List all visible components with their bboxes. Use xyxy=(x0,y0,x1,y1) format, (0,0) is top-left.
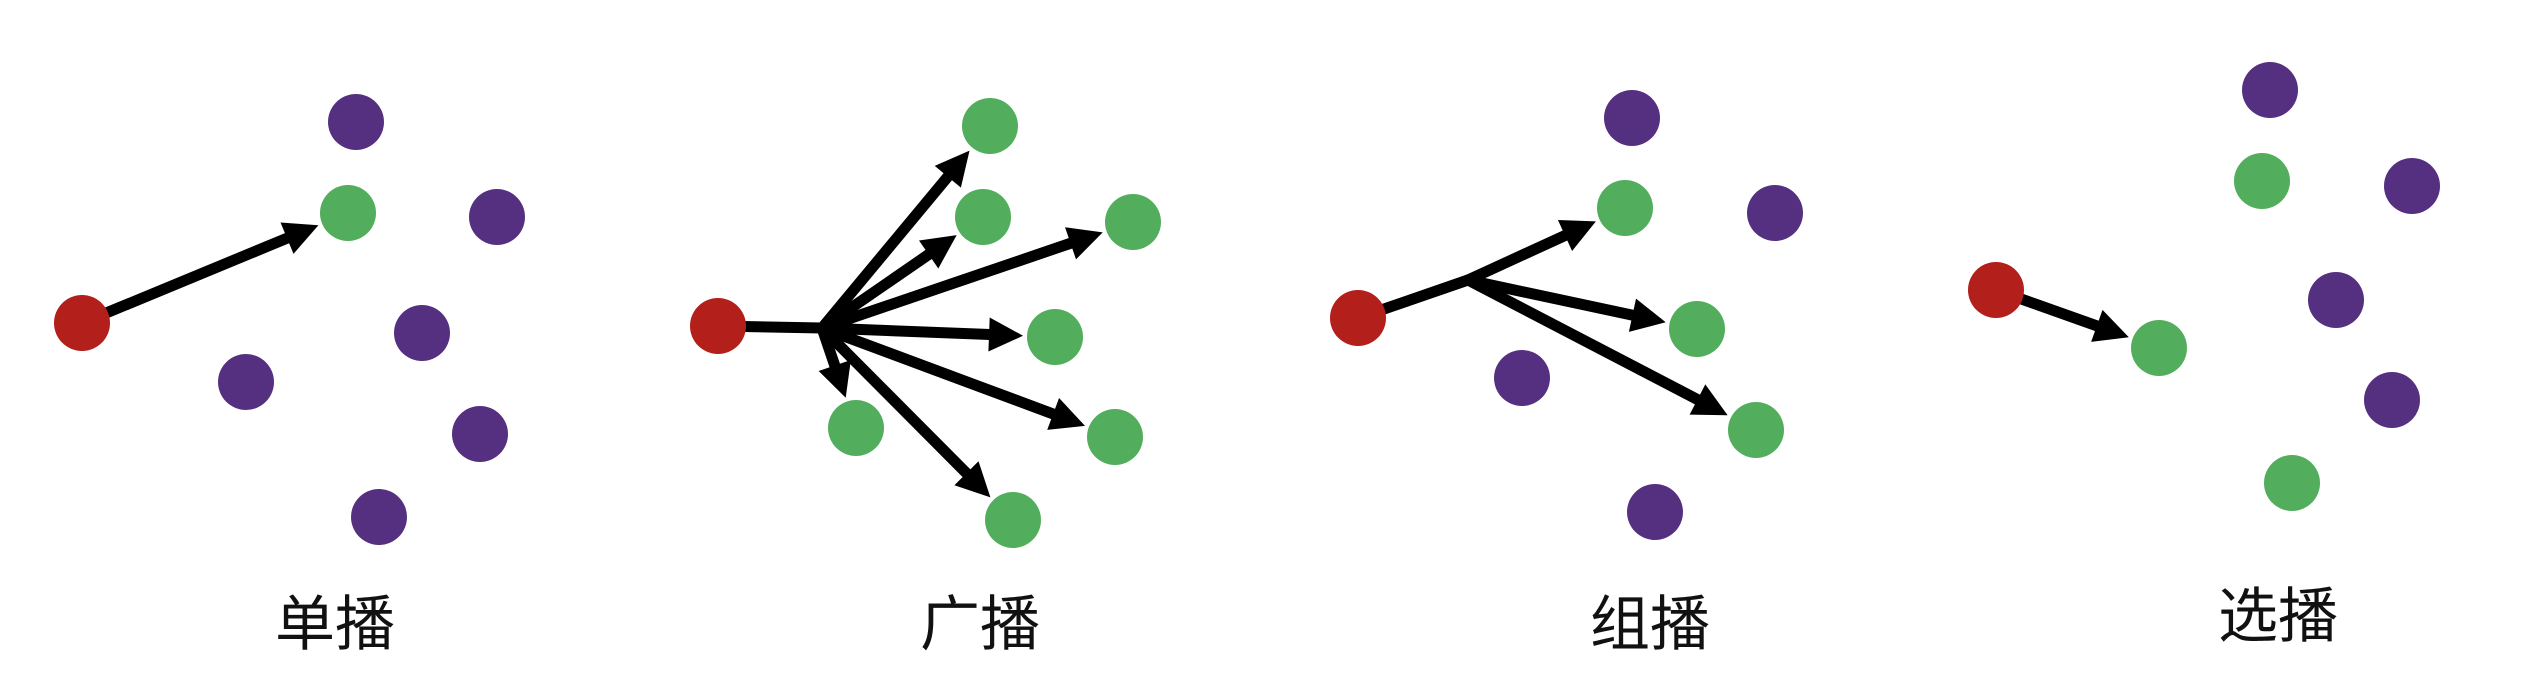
unicast-non-receiver-node-6 xyxy=(351,489,407,545)
broadcast-arrow-1-head xyxy=(934,150,970,188)
broadcast-receiver-node-4 xyxy=(1027,309,1083,365)
anycast-non-receiver-node-4 xyxy=(2364,372,2420,428)
broadcast-sender-node xyxy=(690,298,746,354)
multicast-receiver-node-3 xyxy=(1728,402,1784,458)
multicast-arrow-1-head xyxy=(1557,220,1596,251)
multicast-non-receiver-node-1 xyxy=(1604,90,1660,146)
anycast-arrow-head xyxy=(2091,309,2129,342)
label-multicast: 组播 xyxy=(1590,590,1710,660)
unicast-receiver-node xyxy=(320,185,376,241)
label-broadcast: 广播 xyxy=(920,590,1040,660)
multicast-arrow-2 xyxy=(1462,274,1666,332)
broadcast-arrow-2 xyxy=(816,235,957,334)
multicast-non-receiver-node-3 xyxy=(1494,350,1550,406)
broadcast-arrow-5-shaft xyxy=(816,322,1063,421)
anycast-receiver-node-2 xyxy=(2234,153,2290,209)
multicast-arrow-3 xyxy=(1462,274,1728,416)
broadcast-arrow-1-shaft xyxy=(816,168,956,334)
unicast-sender-node xyxy=(54,295,110,351)
broadcast-arrow-5-head xyxy=(1047,398,1086,430)
broadcast-arrow-4-head xyxy=(988,317,1024,352)
anycast-non-receiver-node-1 xyxy=(2242,62,2298,118)
broadcast-arrow-3 xyxy=(816,227,1103,334)
multicast-arrow-3-shaft xyxy=(1462,274,1707,407)
unicast-non-receiver-node-2 xyxy=(469,189,525,245)
unicast-arrow-shaft xyxy=(76,231,297,329)
broadcast-arrow-6-head xyxy=(818,360,851,398)
anycast-non-receiver-node-3 xyxy=(2308,272,2364,328)
broadcast-arrow-2-head xyxy=(919,235,957,269)
multicast-arrow-2-head xyxy=(1628,298,1666,332)
multicast-arrow-1 xyxy=(1462,220,1596,286)
label-anycast: 选播 xyxy=(2218,582,2338,652)
multicast-arrow-1-shaft xyxy=(1462,228,1575,286)
anycast-non-receiver-node-2 xyxy=(2384,158,2440,214)
anycast-sender-node xyxy=(1968,262,2024,318)
label-unicast: 单播 xyxy=(275,590,395,660)
unicast-arrow xyxy=(76,222,319,329)
broadcast-receiver-node-7 xyxy=(985,492,1041,548)
broadcast-receiver-node-6 xyxy=(828,400,884,456)
unicast-non-receiver-node-4 xyxy=(218,354,274,410)
unicast-non-receiver-node-3 xyxy=(394,305,450,361)
broadcast-arrow-4-shaft xyxy=(816,322,999,341)
multicast-sender-node xyxy=(1330,290,1386,346)
multicast-arrow-2-shaft xyxy=(1462,274,1642,322)
unicast-arrow-head xyxy=(280,222,319,254)
broadcast-arrow-7 xyxy=(816,322,991,498)
broadcast-arrow-5 xyxy=(816,322,1086,430)
multicast-non-receiver-node-2 xyxy=(1747,185,1803,241)
broadcast-receiver-node-2 xyxy=(955,189,1011,245)
broadcast-arrow-4 xyxy=(816,317,1024,352)
anycast-receiver-node-3 xyxy=(2264,455,2320,511)
broadcast-arrow-2-shaft xyxy=(816,246,938,334)
broadcast-arrow-7-head xyxy=(954,461,991,498)
multicast-arrow-3-head xyxy=(1689,384,1728,416)
broadcast-arrow-1 xyxy=(816,150,970,334)
unicast-non-receiver-node-1 xyxy=(328,94,384,150)
broadcast-receiver-node-5 xyxy=(1087,409,1143,465)
broadcast-arrow-3-head xyxy=(1065,227,1103,260)
unicast-non-receiver-node-5 xyxy=(452,406,508,462)
multicast-receiver-node-1 xyxy=(1597,180,1653,236)
broadcast-arrow-3-shaft xyxy=(816,236,1080,334)
multicast-receiver-node-2 xyxy=(1669,301,1725,357)
anycast-receiver-node xyxy=(2131,320,2187,376)
broadcast-receiver-node-1 xyxy=(962,98,1018,154)
broadcast-receiver-node-3 xyxy=(1105,194,1161,250)
multicast-non-receiver-node-4 xyxy=(1627,484,1683,540)
broadcast-arrow-7-shaft xyxy=(816,322,975,482)
